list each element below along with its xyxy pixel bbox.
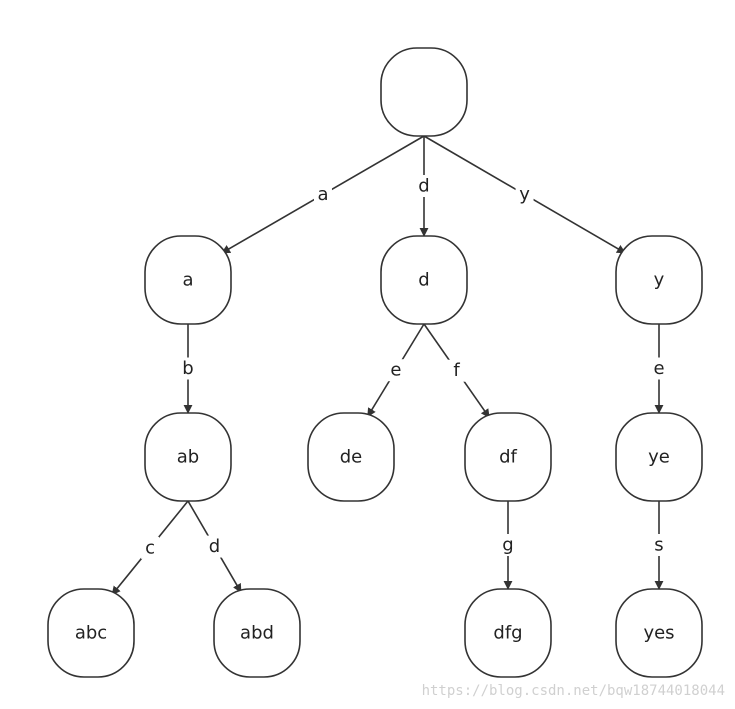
edge-label-background — [515, 183, 534, 206]
edge-ye-yes: s — [650, 501, 668, 590]
node-shape — [47, 588, 135, 678]
edge-label-background — [141, 536, 160, 559]
edge-label: g — [502, 535, 513, 556]
node-yes: yes — [615, 588, 703, 678]
edge-label: a — [317, 184, 328, 205]
edge-label-background — [650, 534, 668, 556]
edge-y-ye: e — [650, 324, 668, 414]
node-shape — [615, 588, 703, 678]
node-label: y — [654, 270, 665, 291]
edge-ab-abd: d — [187, 500, 242, 593]
node-shape — [615, 235, 703, 325]
edge-label: s — [654, 535, 663, 556]
edge-label: f — [453, 360, 460, 381]
edge-label: b — [182, 358, 193, 379]
node-root — [380, 47, 468, 137]
node-shape — [144, 412, 232, 502]
watermark: https://blog.csdn.net/bqw18744018044 — [421, 683, 725, 699]
edge-label: d — [209, 536, 220, 557]
edge-a-ab: b — [179, 324, 197, 414]
node-label: yes — [643, 623, 674, 644]
edge-label-background — [650, 357, 668, 380]
edge-label-background — [415, 175, 433, 197]
edge-root-d: d — [415, 136, 433, 237]
node-label: abd — [240, 623, 274, 644]
node-label: ab — [177, 447, 199, 468]
node-dfg: dfg — [464, 588, 552, 678]
node-shape — [144, 235, 232, 325]
node-shape — [307, 412, 395, 502]
node-df: df — [464, 412, 552, 502]
edge-label-background — [447, 359, 466, 382]
node-shape — [380, 235, 468, 325]
edge-label-background — [313, 183, 332, 206]
node-shape — [464, 588, 552, 678]
node-label: de — [340, 447, 363, 468]
node-label: abc — [75, 623, 107, 644]
node-shape — [213, 588, 301, 678]
node-d: d — [380, 235, 468, 325]
node-de: de — [307, 412, 395, 502]
node-a: a — [144, 235, 232, 325]
node-shape — [380, 47, 468, 137]
edge-d-de: e — [367, 323, 425, 418]
edge-root-y: y — [423, 135, 626, 254]
node-shape — [464, 412, 552, 502]
node-label: a — [182, 270, 193, 291]
edge-root-a: a — [221, 135, 425, 254]
node-ye: ye — [615, 412, 703, 502]
edge-label-background — [179, 357, 197, 380]
node-label: dfg — [493, 623, 522, 644]
edge-label-background — [386, 359, 405, 382]
node-ab: ab — [144, 412, 232, 502]
node-label: df — [499, 447, 517, 468]
edge-label: c — [145, 537, 155, 558]
edge-label-background — [205, 535, 224, 558]
edge-label: e — [390, 360, 401, 381]
edge-label: y — [519, 184, 530, 205]
node-abd: abd — [213, 588, 301, 678]
edge-d-df: f — [423, 323, 490, 419]
node-shape — [615, 412, 703, 502]
edge-label-background — [499, 534, 517, 556]
edge-label: e — [653, 358, 664, 379]
node-abc: abc — [47, 588, 135, 678]
edges-layer: a d y b e f e c d g s — [111, 135, 668, 596]
edge-label: d — [418, 176, 429, 197]
edge-ab-abc: c — [111, 500, 189, 596]
node-label: d — [418, 270, 429, 291]
node-label: ye — [648, 447, 670, 468]
edge-df-dfg: g — [499, 501, 517, 590]
node-y: y — [615, 235, 703, 325]
